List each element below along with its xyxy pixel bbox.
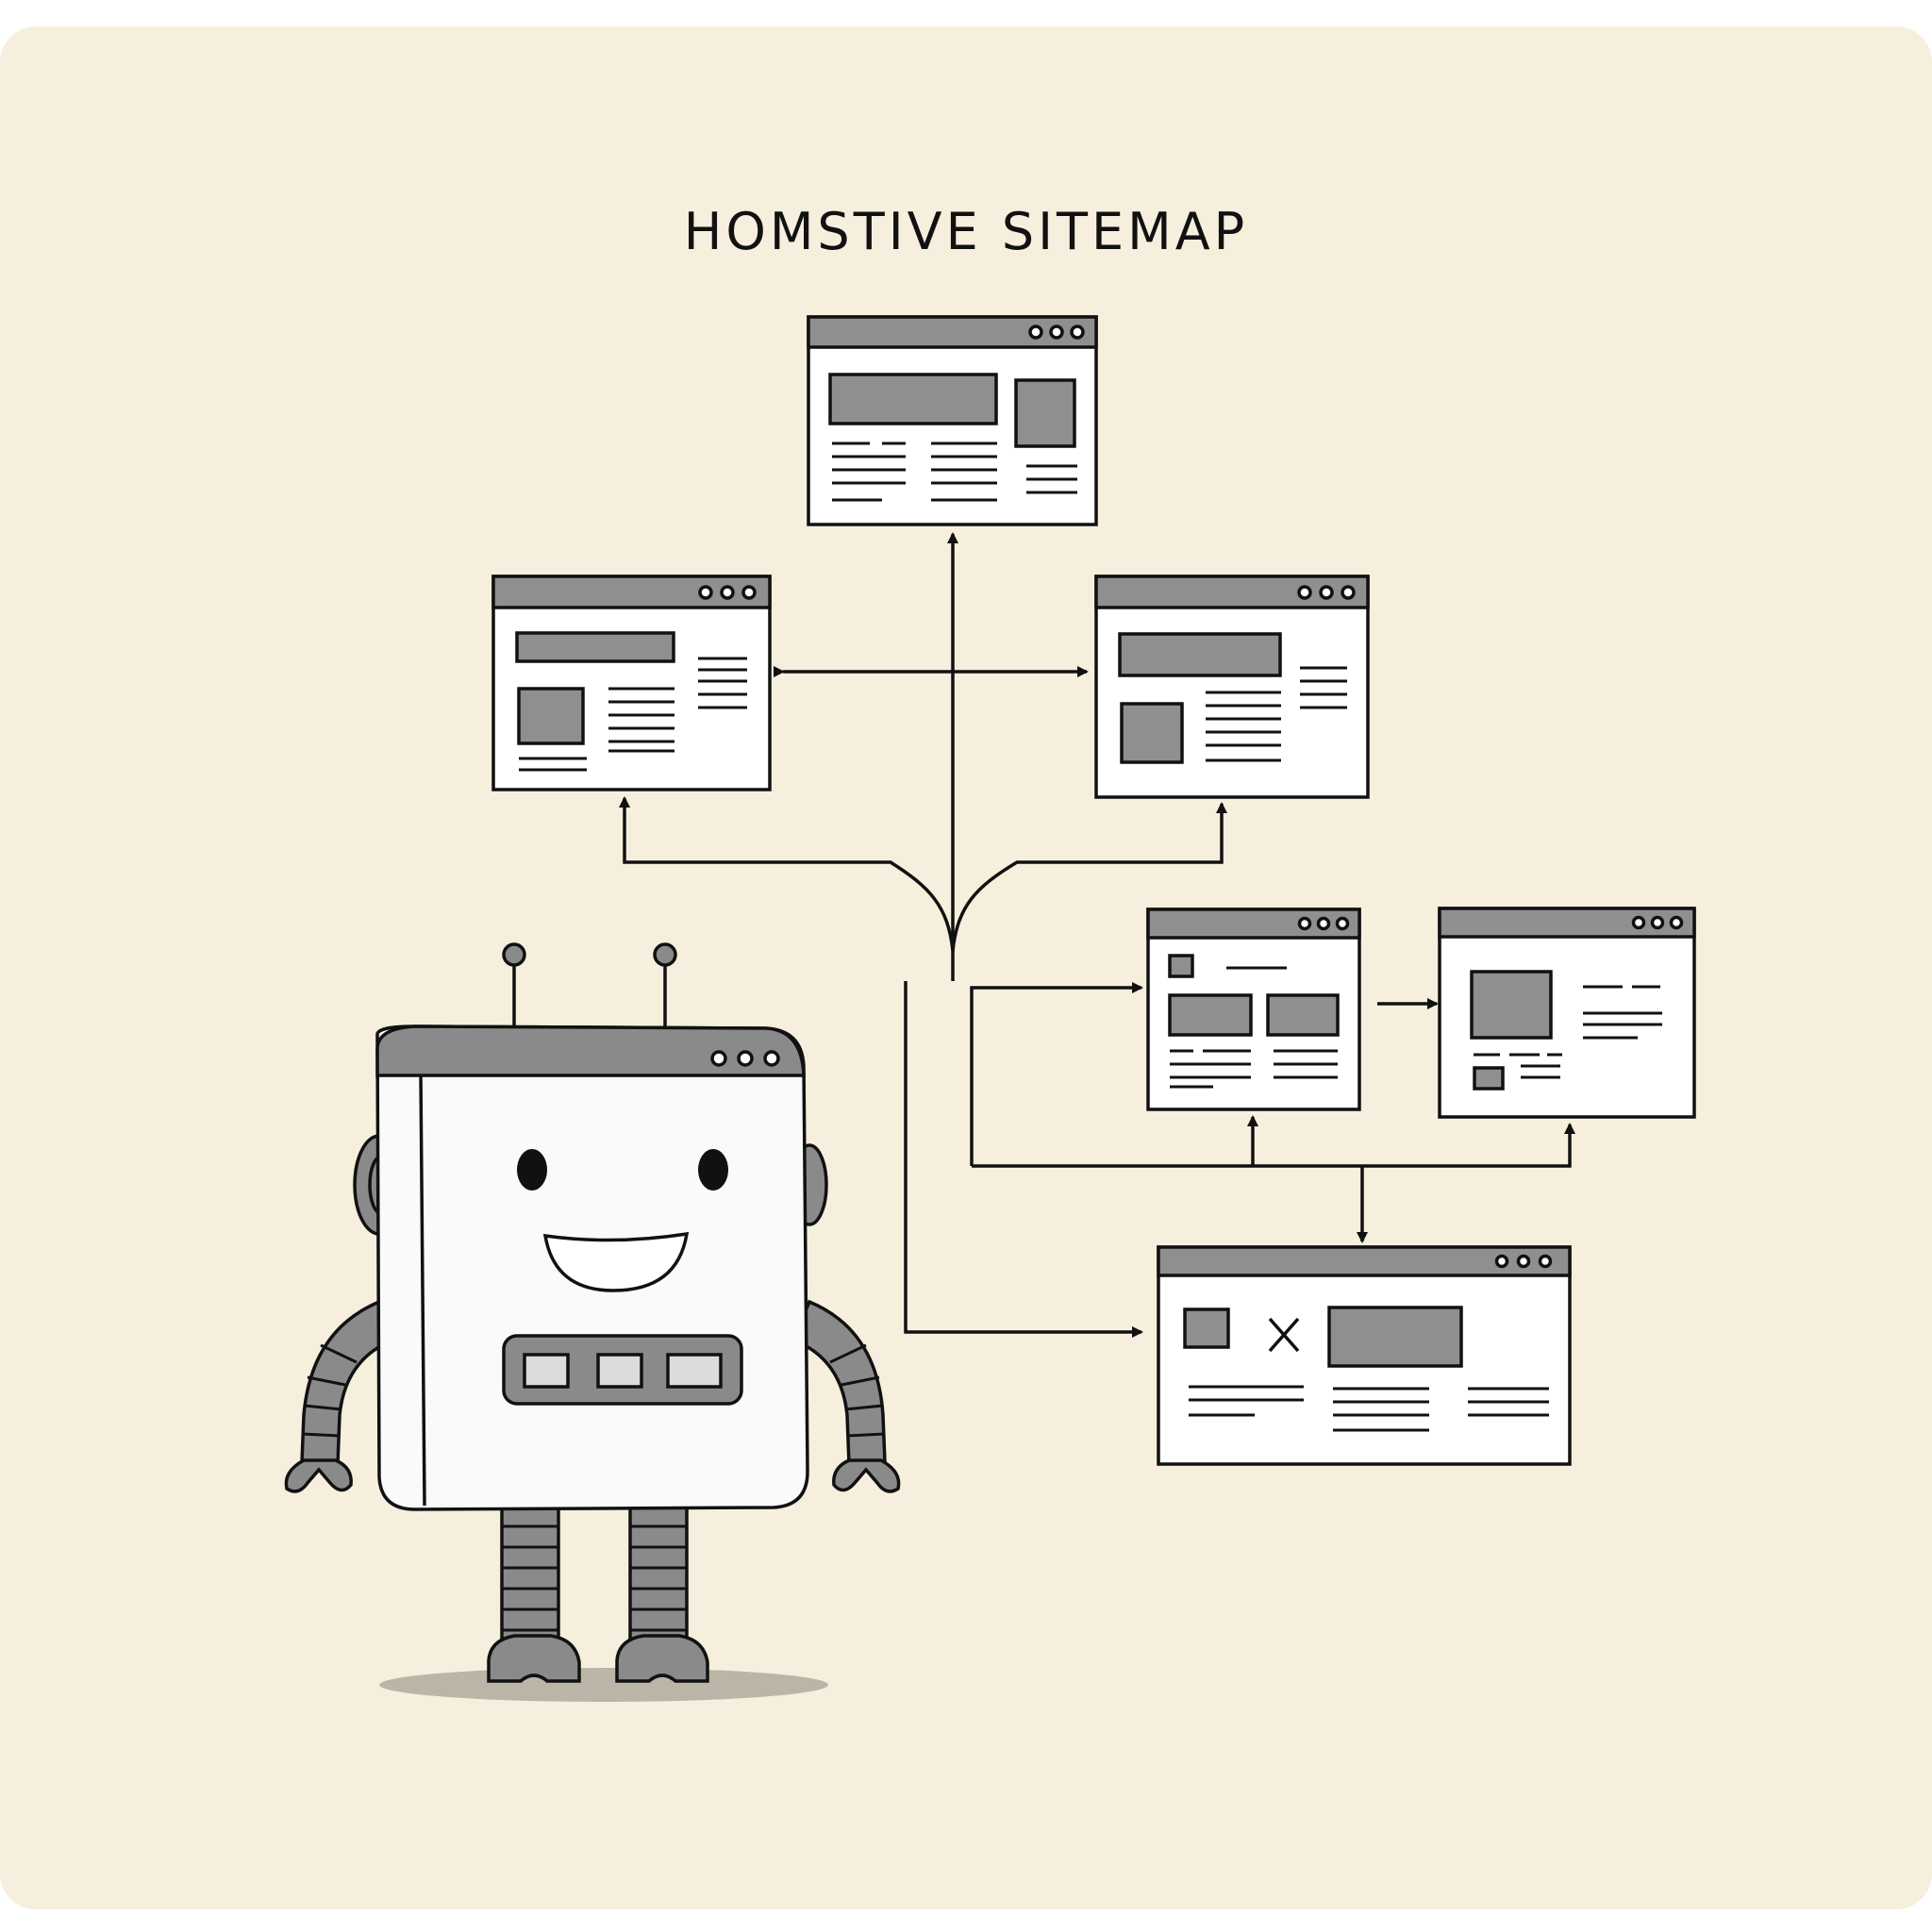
connector-bus-mid-a <box>972 1123 1575 1168</box>
connector-branch-right <box>951 802 1227 952</box>
connector-to-bottom <box>904 981 1143 1338</box>
robot-antennas <box>502 942 677 1026</box>
robot-shadow <box>379 1668 828 1702</box>
page-left <box>491 575 772 791</box>
robot-smile <box>542 1231 690 1292</box>
robot-arms <box>284 1299 901 1493</box>
connector-branch-left <box>619 796 955 952</box>
robot-legs <box>500 1504 689 1649</box>
close-x-icon <box>1268 1317 1300 1353</box>
diagram-title: HOMSTIVE SITEMAP <box>683 202 1249 261</box>
page-bottom <box>1157 1245 1572 1466</box>
robot-header <box>375 1024 806 1077</box>
page-mid-b <box>1438 907 1696 1119</box>
connectors <box>619 532 1575 1338</box>
page-right <box>1094 575 1370 799</box>
robot-eyes <box>517 1149 728 1191</box>
robot-header-dots <box>710 1050 780 1067</box>
connector-to-mid-a <box>970 982 1143 1166</box>
robot-feet <box>487 1634 709 1683</box>
robot-chest-panel <box>502 1334 743 1406</box>
page-home <box>807 315 1098 526</box>
robot-mascot <box>284 942 901 1702</box>
page-mid-a <box>1146 908 1361 1111</box>
